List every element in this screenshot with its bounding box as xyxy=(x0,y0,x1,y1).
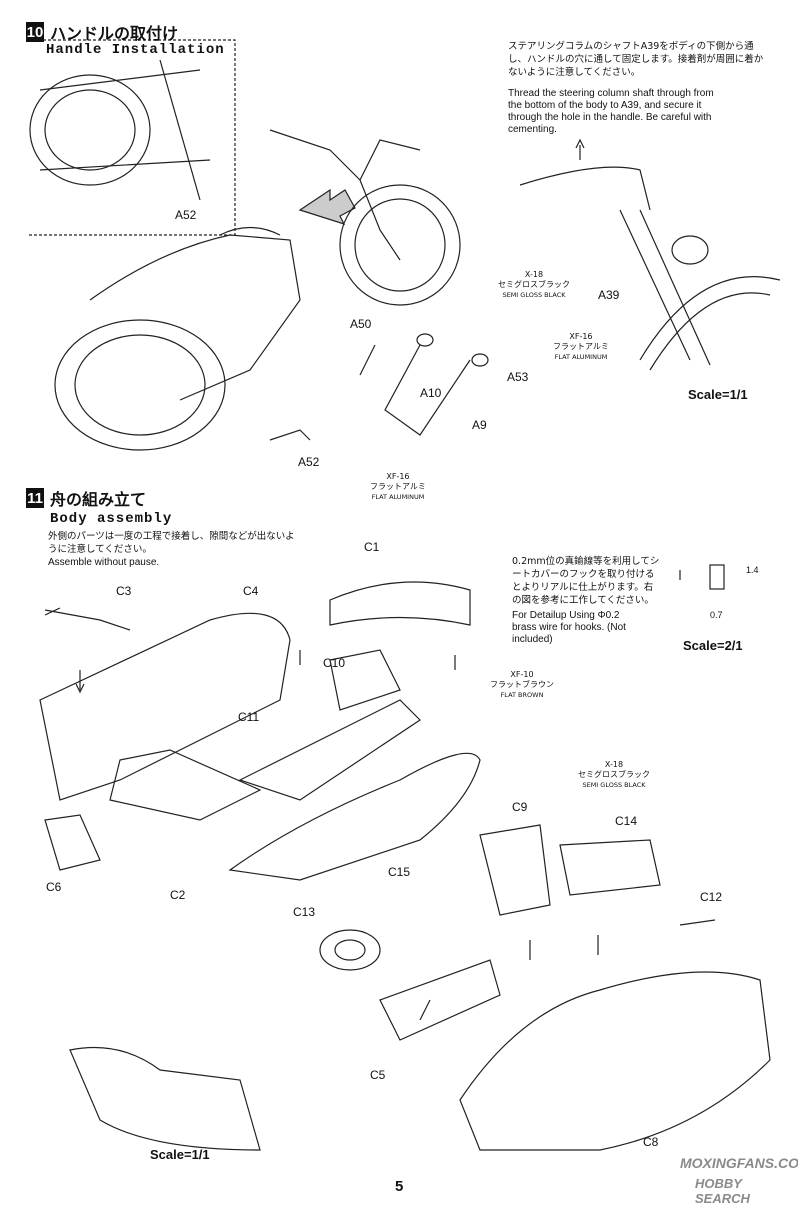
part-label-c5: C5 xyxy=(370,1068,386,1082)
detail-dim-height: 1.4 xyxy=(746,565,759,575)
section-11-scale: Scale=1/1 xyxy=(150,1147,210,1162)
part-label-a52-top: A52 xyxy=(175,208,197,222)
section-11-title-jp: 舟の組み立て xyxy=(50,490,147,509)
section-10-note-en: Thread the steering column shaft through… xyxy=(508,88,714,135)
section-11-number: 11 xyxy=(26,488,44,508)
part-label-c11: C11 xyxy=(238,710,260,724)
section-10-title-jp: ハンドルの取付け xyxy=(50,24,179,43)
page-number: 5 xyxy=(395,1178,404,1195)
section-10-title-en: Handle Installation xyxy=(46,42,225,58)
part-label-c10: C10 xyxy=(323,656,346,670)
part-label-a10: A10 xyxy=(420,386,442,400)
section-10-scale: Scale=1/1 xyxy=(688,387,748,402)
part-label-c15: C15 xyxy=(388,865,411,879)
watermark-hobbysearch: HOBBY SEARCH xyxy=(695,1176,750,1206)
watermark-moxingfans: MOXINGFANS.COM xyxy=(680,1155,798,1171)
section-11-title-en: Body assembly xyxy=(50,511,173,527)
part-label-c14: C14 xyxy=(615,814,638,828)
section-10-number: 10 xyxy=(26,22,44,42)
part-label-c4: C4 xyxy=(243,584,259,598)
section-11-detail-jp: 0.2mm位の真鍮線等を利用してシートカバーのフックを取り付けるとよりリアルに仕… xyxy=(512,556,660,606)
part-label-c6: C6 xyxy=(46,880,62,894)
section-11-detail-en: For Detailup Using Φ0.2 brass wire for h… xyxy=(512,610,626,645)
part-label-c8: C8 xyxy=(643,1135,659,1149)
paint-callout-xf16-b: XF-16 フラットアルミ FLAT ALUMINUM xyxy=(370,472,426,501)
detail-dim-width: 0.7 xyxy=(710,610,723,620)
part-label-a9: A9 xyxy=(472,418,487,432)
paint-callout-x18-a: X-18 セミグロスブラック SEMI GLOSS BLACK xyxy=(498,270,570,299)
part-label-a50: A50 xyxy=(350,317,372,331)
section-10-header: 10 ハンドルの取付け xyxy=(26,20,178,44)
section-11-detail-scale: Scale=2/1 xyxy=(683,638,743,653)
section-11-header: 11 舟の組み立て xyxy=(26,486,146,510)
part-label-c9: C9 xyxy=(512,800,528,814)
part-label-c1: C1 xyxy=(364,540,380,554)
paint-callout-x18-b: X-18 セミグロスブラック SEMI GLOSS BLACK xyxy=(578,760,650,789)
part-label-c12: C12 xyxy=(700,890,723,904)
section-10-note-jp: ステアリングコラムのシャフトA39をボディの下側から通し、ハンドルの穴に通して固… xyxy=(508,41,764,78)
paint-callout-xf10: XF-10 フラットブラウン FLAT BROWN xyxy=(490,670,554,699)
section-11-note-jp: 外側のパーツは一度の工程で接着し、隙間などが出ないように注意してください。 xyxy=(48,531,295,555)
part-label-c3: C3 xyxy=(116,584,132,598)
paint-callout-xf16-a: XF-16 フラットアルミ FLAT ALUMINUM xyxy=(553,332,609,361)
part-label-a52-bottom: A52 xyxy=(298,455,320,469)
part-label-a53: A53 xyxy=(507,370,529,384)
section-11-note-en: Assemble without pause. xyxy=(48,557,160,568)
part-label-c2: C2 xyxy=(170,888,186,902)
part-label-c13: C13 xyxy=(293,905,316,919)
part-label-a39: A39 xyxy=(598,288,620,302)
